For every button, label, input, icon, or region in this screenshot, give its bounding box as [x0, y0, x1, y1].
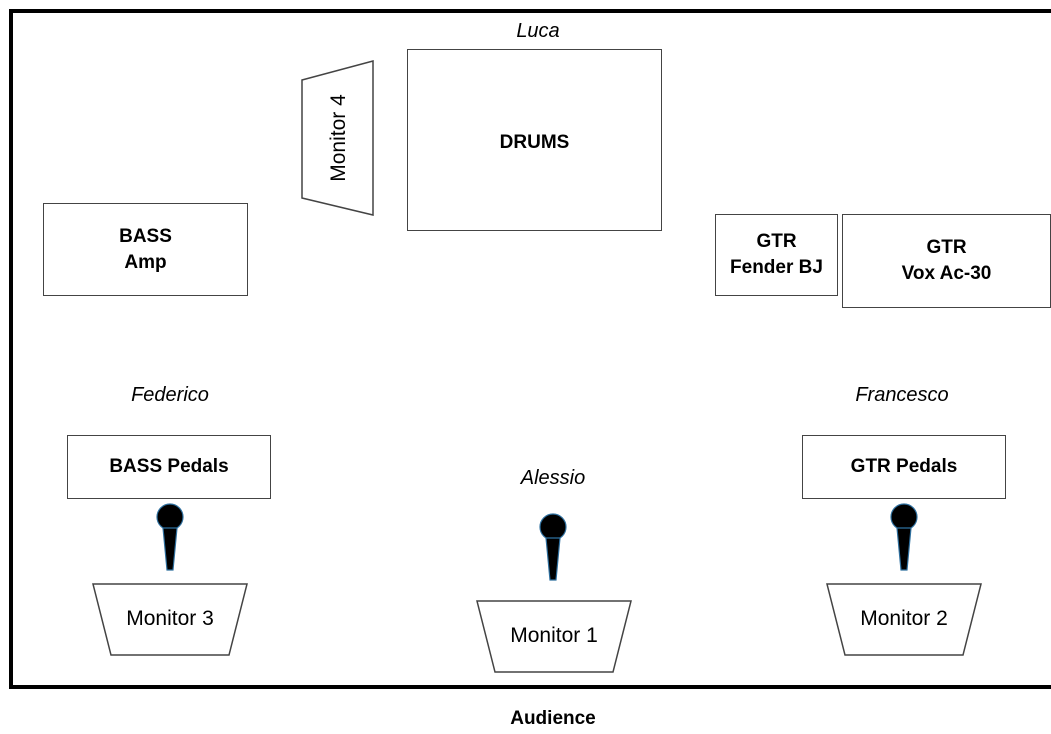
monitor-1-label: Monitor 1: [510, 624, 598, 647]
gtr-fender-label: GTR Fender BJ: [730, 231, 823, 278]
gtr-pedals-label: GTR Pedals: [850, 456, 958, 478]
bass-amp-label: BASS Amp: [119, 225, 172, 273]
monitor-4-label: Monitor 4: [327, 94, 350, 182]
gtr-vox-label: GTR Vox Ac-30: [901, 237, 992, 284]
gtr-fender-box: GTR Fender BJ: [715, 214, 838, 296]
microphone-icon: [539, 513, 567, 581]
monitor-4-wedge: [301, 60, 374, 216]
microphone-icon: [156, 503, 184, 571]
monitor-1-wedge: [476, 600, 632, 673]
gtr-vox-box: GTR Vox Ac-30: [842, 214, 1051, 308]
drums-label: DRUMS: [499, 132, 570, 153]
audience-label: Audience: [510, 708, 596, 729]
monitor-3-wedge: [92, 583, 248, 656]
stage-area: [9, 9, 1051, 689]
bass-pedals-label: BASS Pedals: [109, 456, 229, 478]
gtr-pedals-box: GTR Pedals: [802, 435, 1006, 499]
drummer-name: Luca: [516, 20, 560, 42]
microphone-icon: [890, 503, 918, 571]
singer-name: Alessio: [520, 467, 586, 489]
drums-box: DRUMS: [407, 49, 662, 231]
guitarist-name: Francesco: [855, 384, 949, 406]
monitor-2-wedge: [826, 583, 982, 656]
bass-pedals-box: BASS Pedals: [67, 435, 271, 499]
bass-amp-box: BASS Amp: [43, 203, 248, 296]
bassist-name: Federico: [131, 384, 209, 406]
monitor-3-label: Monitor 3: [126, 607, 214, 630]
monitor-2-label: Monitor 2: [860, 607, 948, 630]
